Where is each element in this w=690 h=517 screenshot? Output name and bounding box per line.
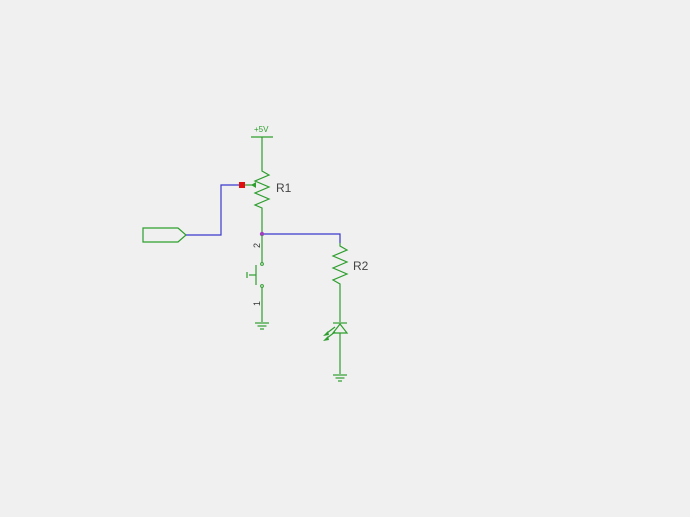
led-ray-1-arrow <box>323 331 329 336</box>
wire-input-to-wiper[interactable] <box>186 184 239 236</box>
r1-wiper-arrow <box>251 182 256 188</box>
input-port[interactable] <box>142 227 187 243</box>
power-label: +5V <box>254 125 269 134</box>
led-triangle <box>331 323 349 334</box>
ground-symbol-switch[interactable] <box>255 322 269 330</box>
r2-zigzag <box>331 243 349 287</box>
led-ray-2 <box>326 331 336 339</box>
power-symbol-5v[interactable]: +5V <box>251 125 273 168</box>
junction-dot[interactable] <box>259 231 265 237</box>
switch-pin-1: 1 <box>252 301 262 306</box>
switch-pin-2: 2 <box>252 243 262 248</box>
resistor-r1[interactable]: R1 <box>244 168 292 234</box>
r1-label: R1 <box>276 181 292 195</box>
r1-zigzag <box>253 168 271 210</box>
led-ray-2-arrow <box>323 336 329 341</box>
led[interactable] <box>323 322 349 374</box>
led-ray-1 <box>326 326 336 334</box>
switch-contact-top <box>260 262 264 266</box>
unconnected-pin-marker[interactable] <box>239 182 245 188</box>
input-port-flag <box>142 227 187 243</box>
pushbutton-switch[interactable]: 2 1 <box>246 235 264 322</box>
r2-label: R2 <box>353 259 369 273</box>
switch-contact-bottom <box>260 284 264 288</box>
ground-symbol-led[interactable] <box>333 374 347 382</box>
wire-node-to-r2[interactable] <box>262 233 341 243</box>
resistor-r2[interactable]: R2 <box>331 243 369 322</box>
